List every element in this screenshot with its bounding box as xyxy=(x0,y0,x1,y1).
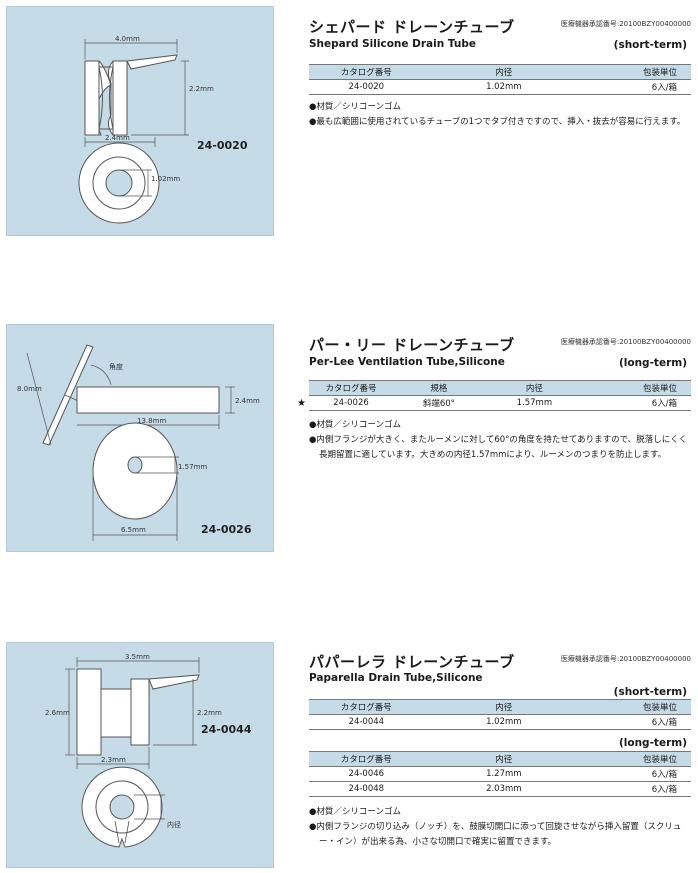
perlee-tube-diagram: 8.0mm 角度 13.8mm 2.4mm 1.57mm 6.5mm xyxy=(17,344,260,541)
term-label: (long-term) xyxy=(618,357,687,369)
col-header: カタログ番号 xyxy=(309,380,394,396)
col-header: カタログ番号 xyxy=(309,751,424,767)
col-header: 包装単位 xyxy=(584,380,691,396)
table-cell: 24-0044 xyxy=(309,714,424,730)
table-cell: 斜端60° xyxy=(393,395,485,411)
note-line: ●内側フランジの切り込み（ノッチ）を、鼓膜切開口に添って回旋させながら挿入留置（… xyxy=(309,822,682,847)
dim-lumen: 1.57mm xyxy=(178,463,207,471)
catalog-code-label: 24-0026 xyxy=(201,523,252,536)
table-row: 24-0026 斜端60° 1.57mm 6入/箱 xyxy=(309,395,691,411)
col-header: 規格 xyxy=(393,380,485,396)
col-header: カタログ番号 xyxy=(309,699,424,715)
spec-table-short: カタログ番号 内径 包装単位 24-0044 1.02mm 6入/箱 xyxy=(309,699,691,730)
spec-table: カタログ番号 規格 内径 包装単位 24-0026 斜端60° 1.57mm 6… xyxy=(309,380,691,411)
dim-tube-dia: 2.4mm xyxy=(235,397,260,405)
dim-width: 3.5mm xyxy=(125,653,150,661)
table-header-row: カタログ番号 内径 包装単位 xyxy=(309,699,691,715)
dim-height: 2.2mm xyxy=(189,85,214,93)
dim-lumen: 内径 xyxy=(167,820,181,829)
product-notes: ●材質／シリコーンゴム ●内側フランジの切り込み（ノッチ）を、鼓膜切開口に添って… xyxy=(309,805,691,850)
note-line: ●内側フランジが大きく、またルーメンに対して60°の角度を持たせてありますので、… xyxy=(309,435,688,460)
dim-flange: 2.4mm xyxy=(105,134,130,142)
spec-table: カタログ番号 内径 包装単位 24-0020 1.02mm 6入/箱 xyxy=(309,64,691,95)
approval-number: 医療機器承認番号:20100BZY00400000 xyxy=(560,338,691,346)
table-cell: 6入/箱 xyxy=(584,79,691,95)
product-title-en: Per-Lee Ventilation Tube,Silicone xyxy=(309,356,505,368)
table-cell: 1.02mm xyxy=(423,79,585,95)
diagram-panel-shepard: 4.0mm 2.2mm 2.4mm 1.02mm 24-0020 xyxy=(6,6,274,236)
diagram-panel-paparella: 3.5mm 2.6mm 2.2mm 2.3mm 内径 24-0044 xyxy=(6,642,274,868)
table-cell: 24-0020 xyxy=(309,79,424,95)
table-cell: 6入/箱 xyxy=(584,766,691,782)
dim-lumen: 1.02mm xyxy=(151,175,180,183)
dim-flange: 2.3mm xyxy=(101,756,126,764)
col-header: カタログ番号 xyxy=(309,64,424,80)
product-title-jp: パパーレラ ドレーンチューブ xyxy=(309,653,515,671)
product-title-jp: シェパード ドレーンチューブ xyxy=(309,18,515,36)
table-header-row: カタログ番号 内径 包装単位 xyxy=(309,64,691,80)
product-notes: ●材質／シリコーンゴム ●内側フランジが大きく、またルーメンに対して60°の角度… xyxy=(309,418,691,463)
term-label: (short-term) xyxy=(613,686,687,698)
note-line: ●材質／シリコーンゴム xyxy=(309,420,401,430)
diagram-panel-perlee: 8.0mm 角度 13.8mm 2.4mm 1.57mm 6.5mm 24-00… xyxy=(6,324,274,552)
product-section-paparella: パパーレラ ドレーンチューブ 医療機器承認番号:20100BZY00400000… xyxy=(309,651,691,863)
product-section-perlee: パー・リー ドレーンチューブ 医療機器承認番号:20100BZY00400000… xyxy=(309,334,691,494)
spec-table-long: カタログ番号 内径 包装単位 24-0046 1.27mm 6入/箱 24-00… xyxy=(309,751,691,797)
col-header: 内径 xyxy=(423,64,585,80)
product-notes: ●材質／シリコーンゴム ●最も広範囲に使用されているチューブの1つでタブ付きです… xyxy=(309,100,691,130)
table-cell: 1.27mm xyxy=(423,766,585,782)
col-header: 内径 xyxy=(423,751,585,767)
dim-length: 13.8mm xyxy=(137,417,166,425)
dim-flange-dia: 8.0mm xyxy=(17,385,42,393)
note-line: ●材質／シリコーンゴム xyxy=(309,807,401,817)
table-header-row: カタログ番号 規格 内径 包装単位 xyxy=(309,380,691,396)
term-label: (long-term) xyxy=(618,737,687,749)
table-cell: 2.03mm xyxy=(423,781,585,797)
table-cell: 6入/箱 xyxy=(584,714,691,730)
approval-number: 医療機器承認番号:20100BZY00400000 xyxy=(560,20,691,28)
col-header: 包装単位 xyxy=(584,64,691,80)
term-label: (short-term) xyxy=(613,39,687,51)
table-cell: 24-0026 xyxy=(309,395,394,411)
dim-left-height: 2.6mm xyxy=(45,709,70,717)
table-row: 24-0046 1.27mm 6入/箱 xyxy=(309,766,691,782)
catalog-code-label: 24-0020 xyxy=(197,139,248,152)
table-header-row: カタログ番号 内径 包装単位 xyxy=(309,751,691,767)
table-cell: 6入/箱 xyxy=(584,781,691,797)
product-title-en: Shepard Silicone Drain Tube xyxy=(309,38,476,50)
dim-angle: 角度 xyxy=(109,362,123,371)
table-row: 24-0020 1.02mm 6入/箱 xyxy=(309,79,691,95)
table-row: 24-0044 1.02mm 6入/箱 xyxy=(309,714,691,730)
recommended-star: ★ xyxy=(297,398,306,409)
product-title-en: Paparella Drain Tube,Silicone xyxy=(309,672,483,684)
table-cell: 24-0048 xyxy=(309,781,424,797)
col-header: 内径 xyxy=(423,699,585,715)
product-title-jp: パー・リー ドレーンチューブ xyxy=(309,336,515,354)
table-cell: 24-0046 xyxy=(309,766,424,782)
table-cell: 1.57mm xyxy=(484,395,585,411)
table-row: 24-0048 2.03mm 6入/箱 xyxy=(309,781,691,797)
col-header: 包装単位 xyxy=(584,751,691,767)
dim-right-height: 2.2mm xyxy=(197,709,222,717)
approval-number: 医療機器承認番号:20100BZY00400000 xyxy=(560,655,691,663)
dim-disc: 6.5mm xyxy=(121,526,146,534)
note-line: ●材質／シリコーンゴム xyxy=(309,102,401,112)
table-cell: 6入/箱 xyxy=(584,395,691,411)
table-cell: 1.02mm xyxy=(423,714,585,730)
catalog-code-label: 24-0044 xyxy=(201,723,252,736)
dim-width: 4.0mm xyxy=(115,35,140,43)
col-header: 内径 xyxy=(484,380,585,396)
shepard-tube-diagram: 4.0mm 2.2mm 2.4mm 1.02mm xyxy=(78,35,214,224)
product-section-shepard: シェパード ドレーンチューブ 医療機器承認番号:20100BZY00400000… xyxy=(309,16,691,156)
paparella-tube-diagram: 3.5mm 2.6mm 2.2mm 2.3mm 内径 xyxy=(45,653,222,848)
note-line: ●最も広範囲に使用されているチューブの1つでタブ付きですので、挿入・抜去が容易に… xyxy=(309,117,686,127)
col-header: 包装単位 xyxy=(584,699,691,715)
